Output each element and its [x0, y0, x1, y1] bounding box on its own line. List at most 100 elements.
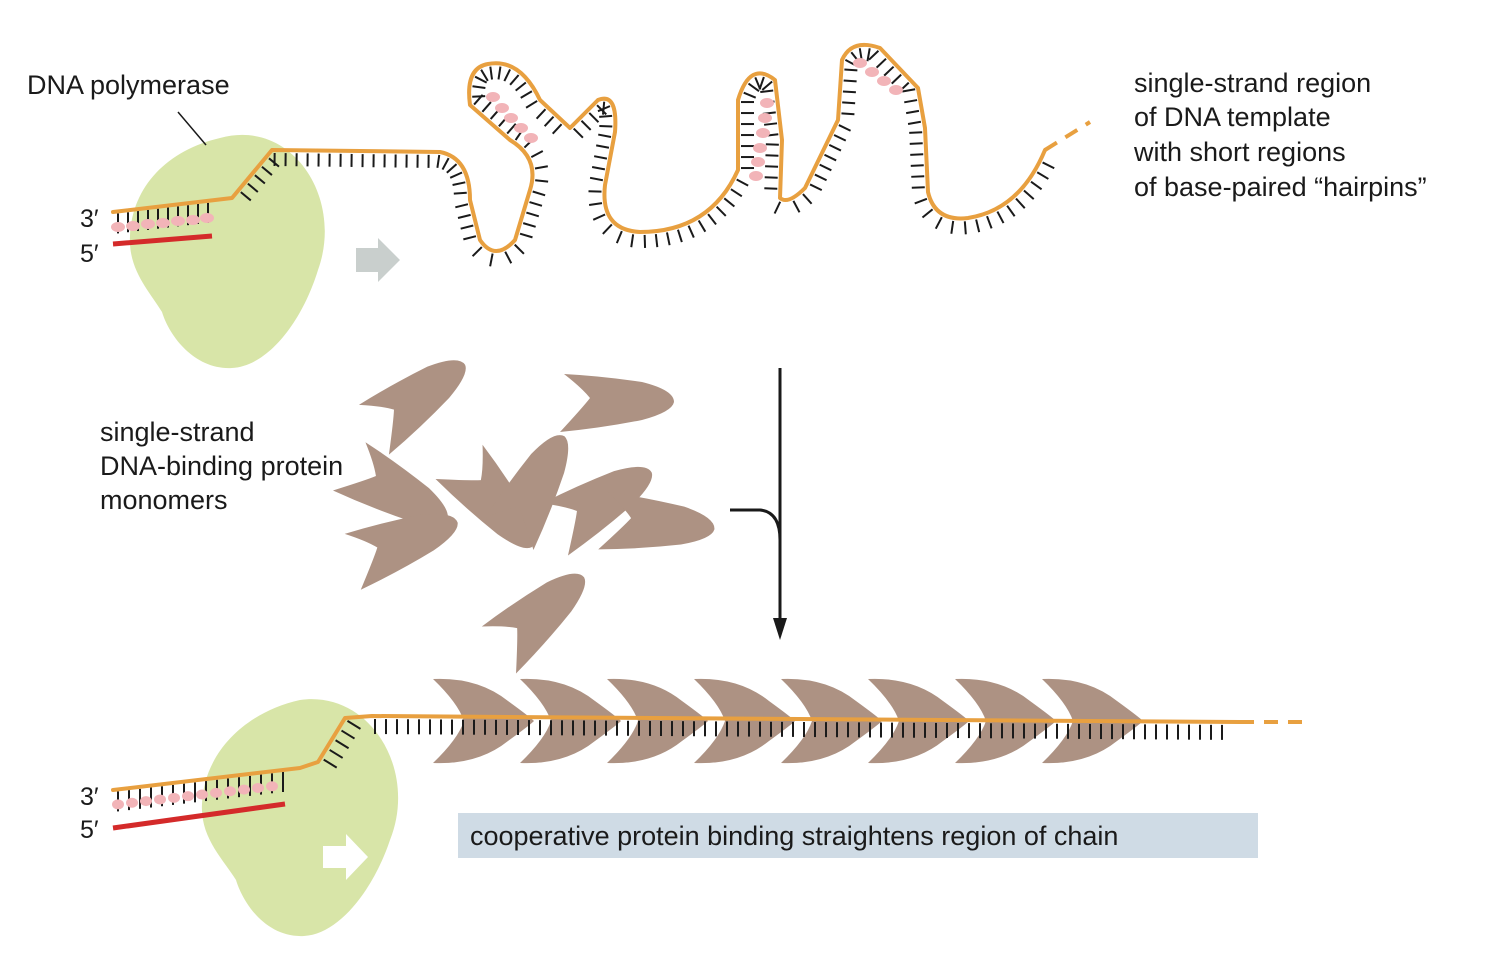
base-tick: [736, 178, 749, 187]
base-tick: [596, 144, 610, 149]
base-tick: [723, 197, 736, 208]
base-tick: [449, 171, 463, 179]
base-tick: [824, 153, 837, 162]
dna-polymerase-top: [129, 134, 325, 369]
base-tick: [573, 127, 584, 139]
base-tick: [907, 120, 922, 125]
base-tick: [842, 90, 856, 94]
template-strand-top-continues: [1043, 120, 1092, 152]
base-tick: [591, 166, 606, 171]
base-tick: [481, 101, 492, 113]
polymerase-label: DNA polymerase: [27, 70, 230, 100]
ssb-monomer: [560, 374, 674, 432]
base-tick: [975, 219, 981, 233]
base-tick: [654, 234, 659, 248]
base-tick: [676, 229, 683, 243]
base-tick: [934, 216, 943, 230]
ssb-note-line-2: DNA-binding protein: [100, 451, 343, 481]
base-tick: [329, 749, 344, 759]
base-pair: [210, 787, 222, 798]
template-note-line-3: with short regions: [1133, 137, 1346, 167]
template-note-line-4: of base-paired “hairpins”: [1134, 172, 1427, 202]
base-tick: [471, 246, 483, 257]
bottom-panel: 3′ 5′ cooperative protein binding straig…: [80, 678, 1310, 937]
base-tick: [866, 48, 871, 62]
ssb-monomer: [358, 360, 466, 455]
base-tick: [520, 90, 533, 99]
base-pair: [196, 789, 208, 800]
direction-arrow-white: [323, 834, 368, 880]
base-pair: [266, 781, 278, 792]
base-tick: [868, 49, 880, 61]
base-tick: [950, 220, 955, 234]
base-tick: [730, 188, 743, 198]
base-tick: [503, 68, 511, 82]
base-pair: [156, 218, 170, 228]
base-tick: [247, 182, 259, 193]
base-pair: [758, 113, 772, 123]
base-tick: [909, 131, 923, 134]
base-pair: [853, 58, 867, 68]
base-tick: [240, 191, 252, 202]
base-tick: [902, 88, 916, 93]
base-pair: [168, 792, 180, 803]
base-pair: [186, 215, 200, 225]
base-tick: [452, 181, 466, 186]
three-prime-label-bottom: 3′: [80, 783, 99, 811]
bound-ssb-protein: [694, 678, 795, 764]
base-tick: [914, 197, 928, 205]
base-tick: [630, 234, 635, 248]
base-tick: [526, 211, 540, 218]
base-tick: [1006, 205, 1016, 217]
base-pair: [171, 216, 185, 226]
ssb-note-line-3: monomers: [100, 485, 228, 515]
polymerase-pointer: [177, 111, 207, 146]
primer-strand-top: [112, 233, 213, 247]
template-strand-top: [111, 43, 1047, 253]
base-tick: [340, 729, 356, 740]
top-panel: DNA polymerase 3′ 5′ single-strand regio…: [27, 43, 1427, 369]
ssb-monomer: [542, 466, 653, 556]
ssb-monomers: [332, 360, 715, 674]
base-tick: [687, 225, 695, 238]
base-tick: [986, 215, 993, 229]
base-tick: [588, 112, 600, 123]
base-tick: [838, 124, 852, 132]
base-tick: [891, 73, 902, 85]
base-tick: [436, 154, 441, 168]
base-tick: [592, 213, 606, 221]
base-tick: [963, 221, 967, 235]
ssb-monomer: [435, 444, 536, 549]
base-tick: [335, 739, 350, 750]
base-tick: [472, 85, 486, 89]
base-tick: [530, 150, 544, 159]
base-tick: [323, 758, 338, 769]
base-tick: [911, 175, 925, 178]
ssb-monomer: [485, 435, 569, 551]
base-pair: [749, 171, 763, 181]
base-tick: [747, 82, 760, 93]
base-pair: [751, 157, 765, 167]
ssb-monomer: [481, 573, 586, 674]
base-tick: [819, 163, 832, 172]
monomer-joining-line: [730, 508, 782, 541]
base-tick: [580, 120, 592, 131]
base-tick: [534, 165, 548, 170]
template-note-line-2: of DNA template: [1134, 102, 1331, 132]
base-tick: [597, 105, 611, 113]
base-tick: [261, 165, 273, 176]
base-tick: [506, 123, 517, 135]
base-tick: [602, 223, 613, 235]
base-tick: [532, 190, 546, 197]
base-tick: [589, 176, 604, 182]
base-tick: [809, 183, 823, 192]
base-tick: [460, 224, 474, 230]
base-tick: [841, 112, 855, 116]
base-tick: [615, 230, 623, 244]
base-tick: [453, 191, 467, 195]
bound-ssb-protein: [433, 678, 534, 764]
five-prime-label-top: 5′: [80, 240, 99, 268]
base-pair: [111, 222, 125, 232]
base-pair: [238, 784, 250, 795]
